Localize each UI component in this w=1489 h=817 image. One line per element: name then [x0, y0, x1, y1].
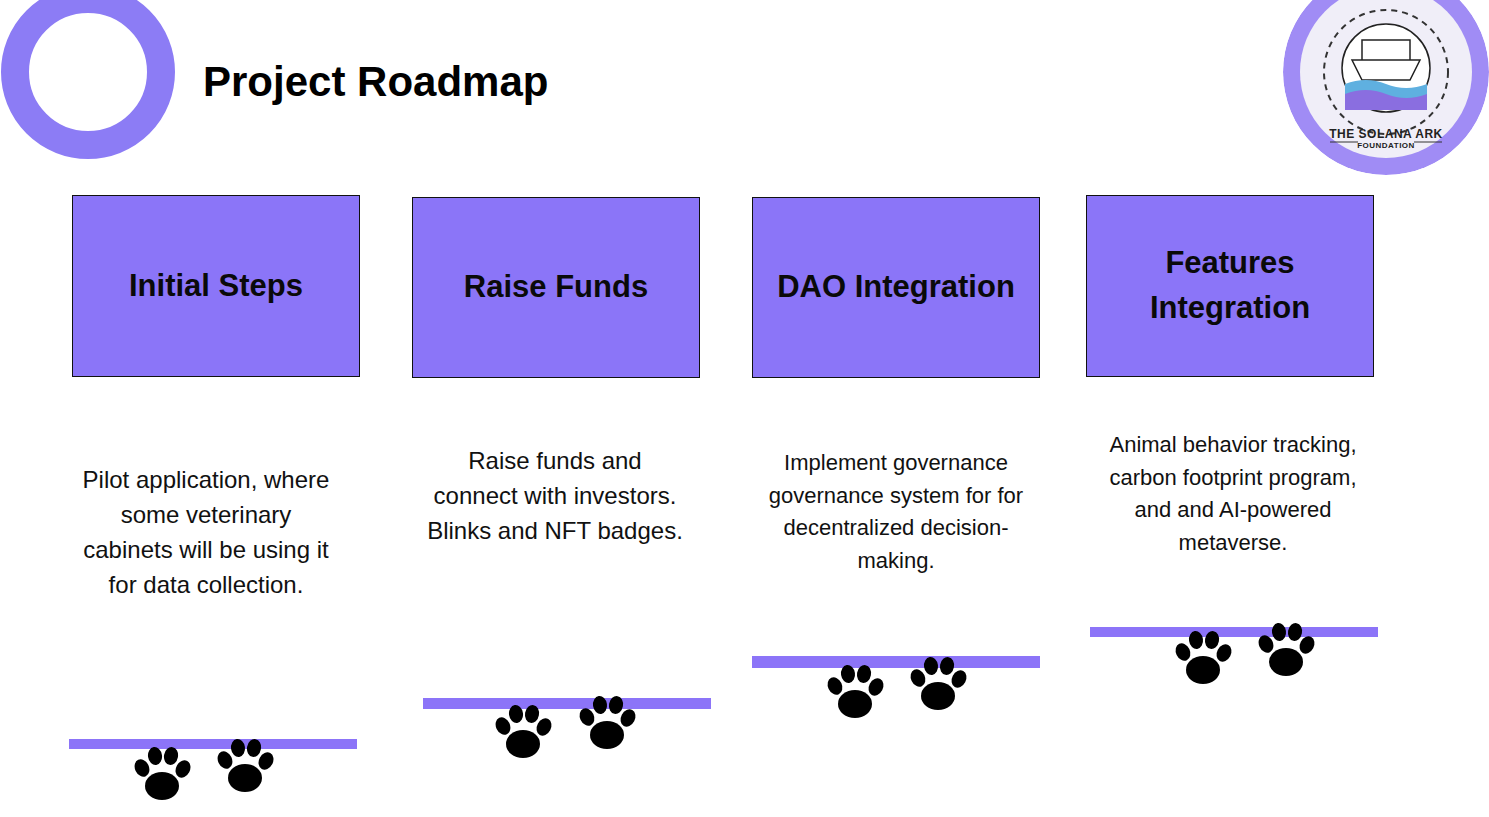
phase-description: Pilot application, where some veterinary…: [75, 462, 337, 602]
paw-prints: [132, 622, 1318, 800]
logo-text: THE SOLANA ARK: [1316, 127, 1456, 141]
phase-box: Features Integration: [1086, 195, 1374, 377]
page-title: Project Roadmap: [203, 58, 548, 106]
phase-heading: Features Integration: [1101, 241, 1359, 331]
phase-box: DAO Integration: [752, 197, 1040, 378]
phase-heading: Raise Funds: [464, 265, 648, 310]
deco-ring: [15, 0, 161, 145]
phase-heading: Initial Steps: [129, 264, 303, 309]
phase-heading: DAO Integration: [777, 265, 1015, 310]
phase-description: Implement governance governance system f…: [760, 447, 1032, 577]
phase-box: Initial Steps: [72, 195, 360, 377]
phase-description: Raise funds and connect with investors. …: [424, 443, 686, 548]
logo: [1283, 0, 1489, 175]
progress-bars: [69, 627, 1378, 749]
logo-subtext: FOUNDATION: [1336, 141, 1436, 151]
phase-description: Animal behavior tracking, carbon footpri…: [1097, 429, 1369, 559]
phase-box: Raise Funds: [412, 197, 700, 378]
